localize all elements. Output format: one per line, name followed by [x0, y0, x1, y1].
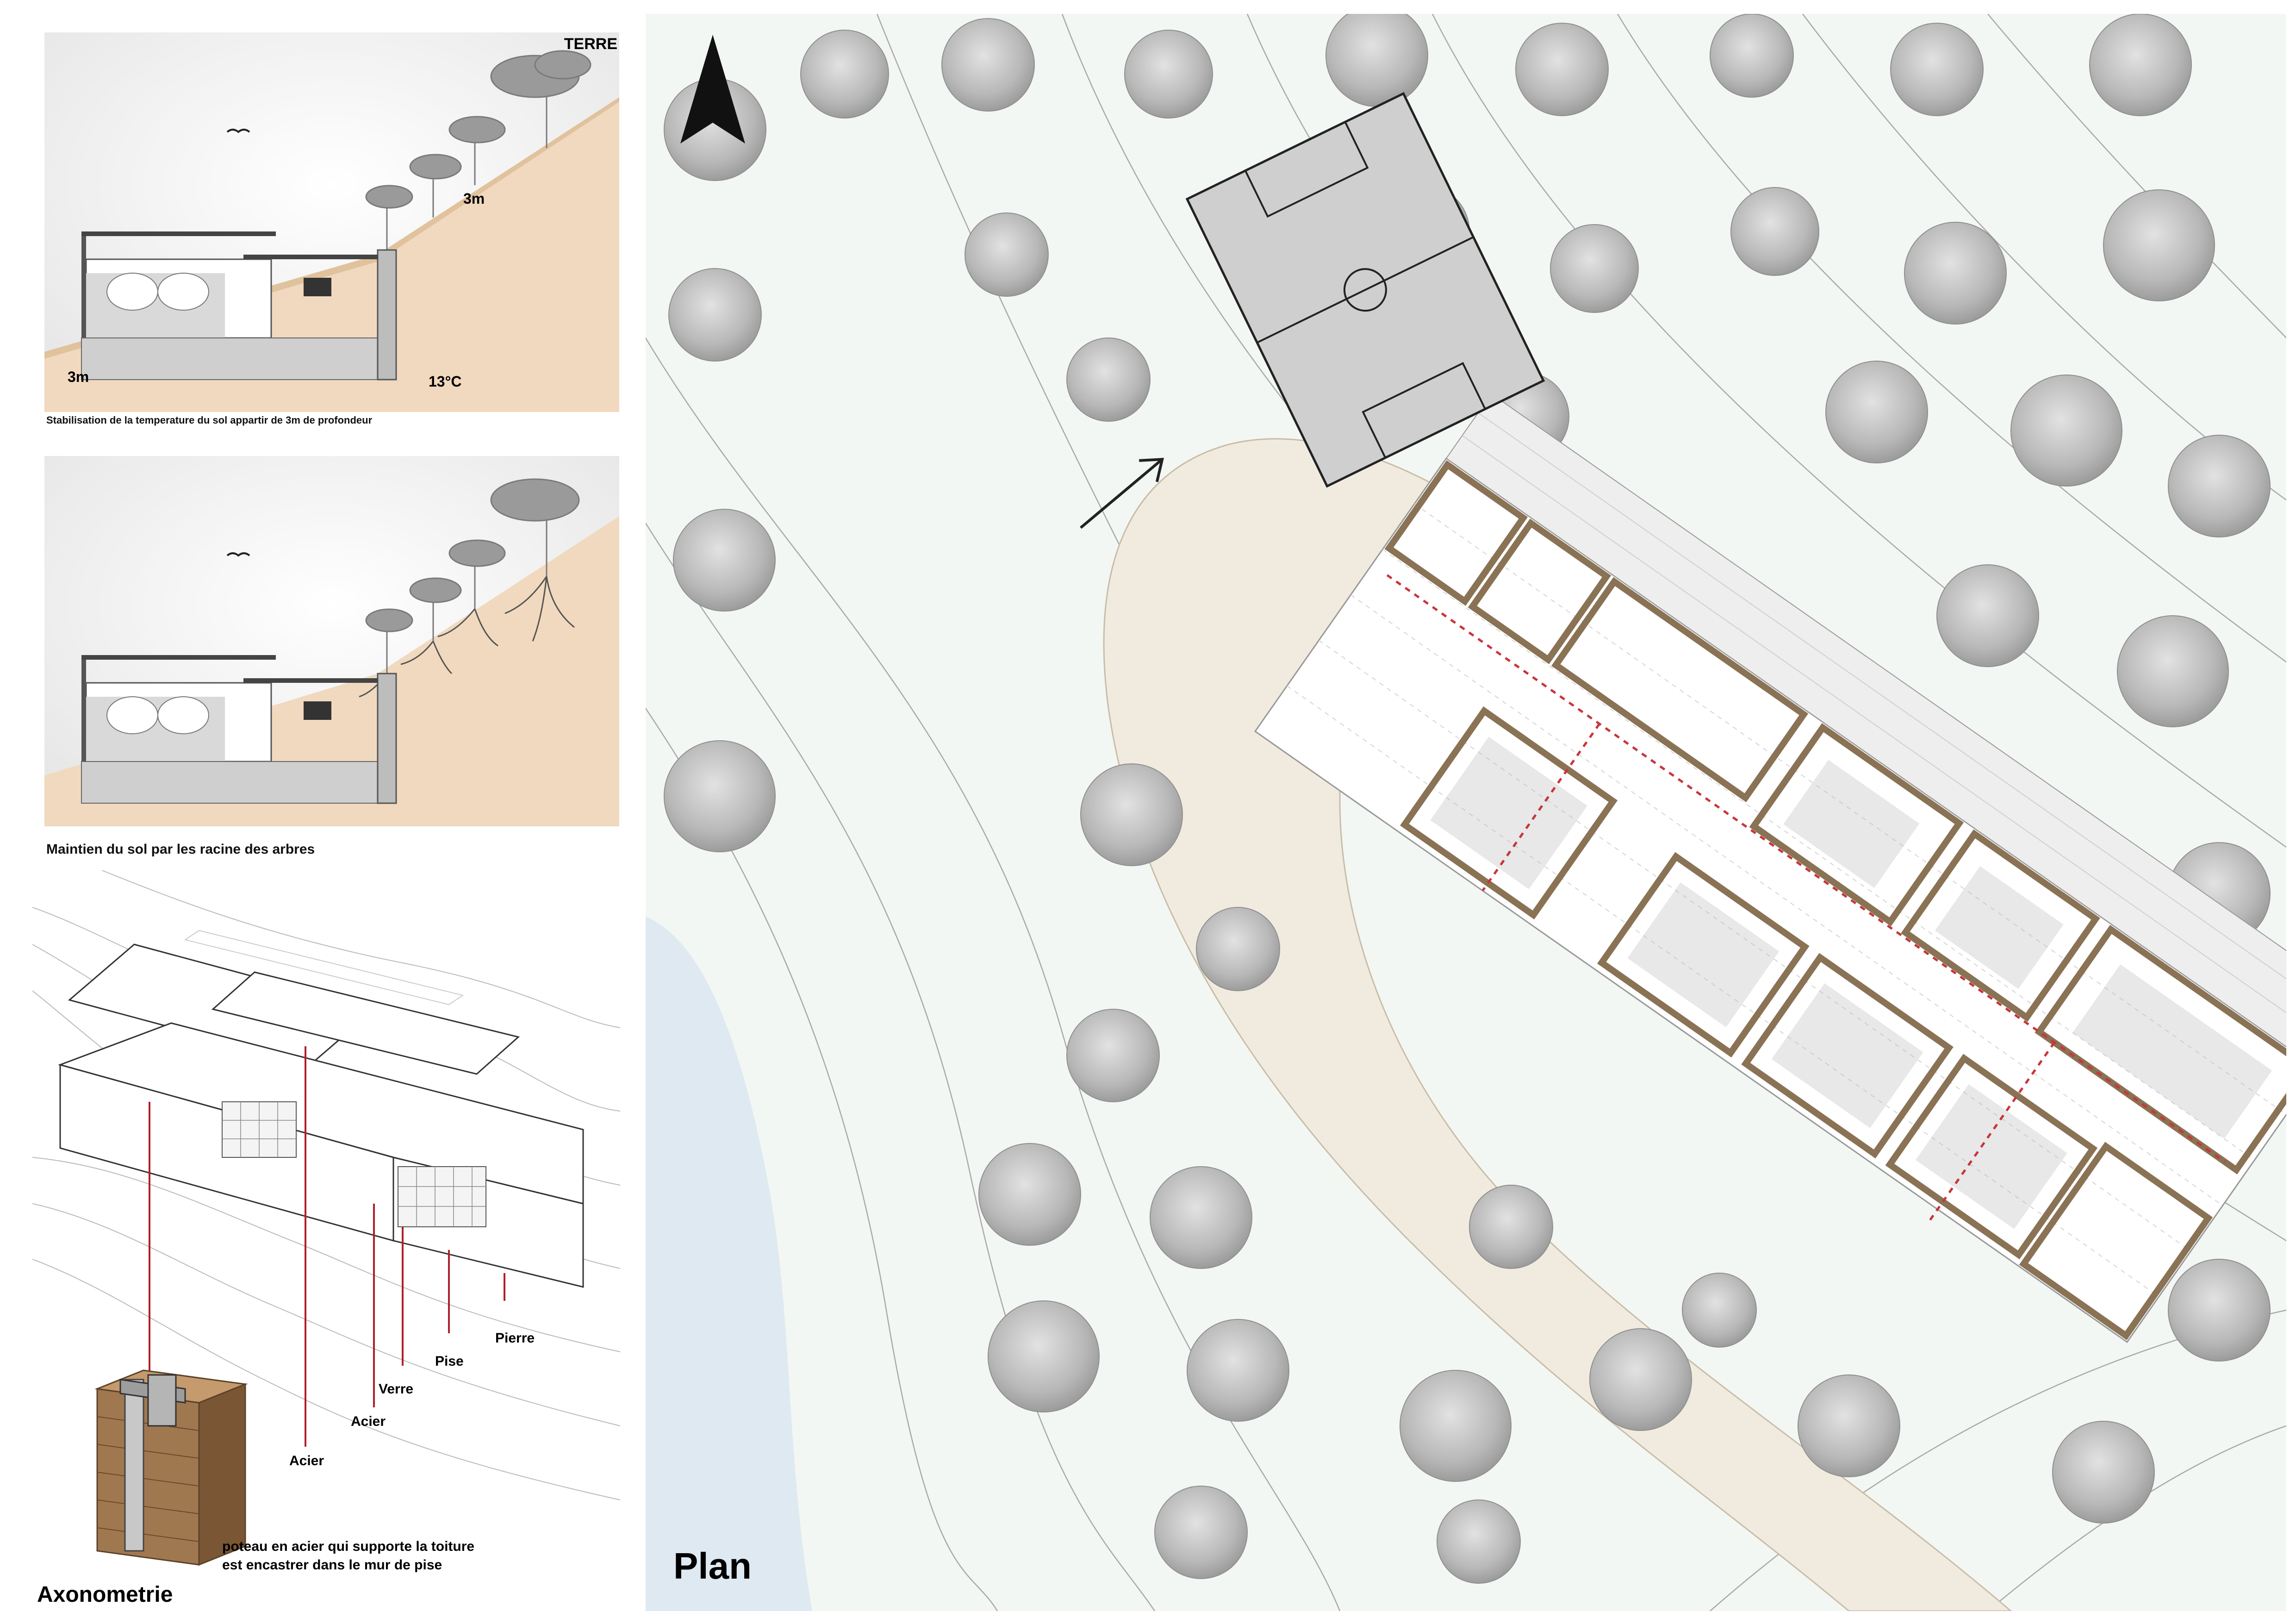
classroom-desks: [1430, 737, 2272, 1229]
section-roots: [44, 456, 619, 826]
north-arrow-icon: [680, 35, 745, 144]
pine-trees: [365, 478, 580, 674]
stone-pattern: [1462, 412, 2286, 1047]
caption-temperature: Stabilisation de la temperature du sol a…: [46, 414, 373, 426]
material-leaders: [149, 1046, 505, 1447]
axonometric-building: [58, 943, 584, 1288]
detail-caption-line2: est encastrer dans le mur de pise: [222, 1557, 442, 1573]
site-plan-drawing: Plan: [646, 14, 2286, 1611]
evacuation-route: [1386, 574, 2226, 1163]
section-roots-drawing: [44, 456, 619, 826]
steel-pise-detail: [94, 1369, 248, 1566]
axonometry-panel: Pierre Pise Verre Acier Acier poteau en …: [32, 870, 620, 1620]
axonometry-title: Axonometrie: [37, 1582, 173, 1607]
building-section: [81, 655, 397, 804]
depth-label-upper: 3m: [463, 190, 485, 207]
school-building: [1254, 393, 2286, 1343]
entrance-arrow: [1080, 457, 1164, 529]
depth-label-lower: 3m: [68, 369, 89, 385]
roof-skylight: [184, 930, 464, 1006]
pise-walls: [1384, 460, 2286, 1340]
section-temperature-drawing: TERRE 3m 3m 13°C: [44, 32, 619, 412]
plan-title: Plan: [673, 1545, 752, 1587]
label-acier-1: Acier: [351, 1414, 386, 1429]
label-pise: Pise: [435, 1354, 464, 1369]
caption-roots: Maintien du sol par les racine des arbre…: [46, 842, 315, 857]
stone-wall: [1445, 393, 2286, 1070]
temperature-label: 13°C: [429, 373, 462, 390]
detail-caption-line1: poteau en acier qui supporte la toiture: [222, 1539, 474, 1554]
site-plan: Plan: [646, 14, 2286, 1611]
football-field: [1185, 92, 1545, 488]
trees: [664, 14, 2271, 1584]
label-verre: Verre: [379, 1381, 413, 1397]
bird: [226, 552, 250, 557]
building-section: [81, 231, 397, 381]
label-acier-2: Acier: [289, 1453, 324, 1468]
section-temperature: TERRE 3m 3m 13°C: [44, 32, 619, 412]
label-pierre: Pierre: [495, 1330, 535, 1346]
water-body: [646, 917, 812, 1611]
pine-trees: [365, 50, 591, 250]
glass-grid-lines: [222, 1102, 486, 1227]
axonometry-drawing: Pierre Pise Verre Acier Acier poteau en …: [32, 870, 620, 1607]
bird: [226, 129, 250, 133]
label-earth: TERRE: [564, 35, 617, 53]
